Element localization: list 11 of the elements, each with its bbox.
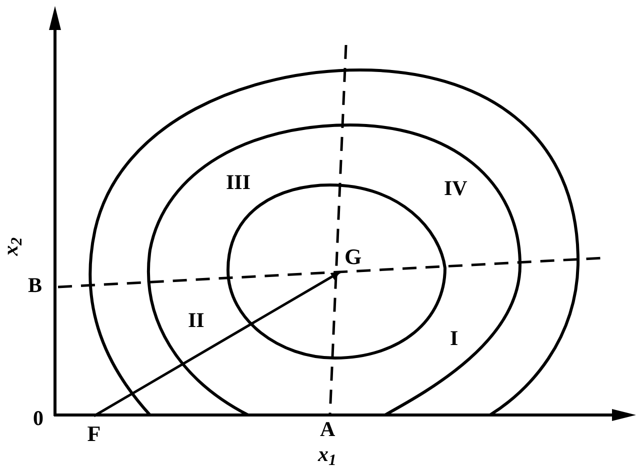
axis-label: 0 xyxy=(33,408,44,429)
point-label: G xyxy=(344,246,362,268)
axis-label: I xyxy=(450,328,458,349)
axis-label: III xyxy=(226,172,251,193)
axis-label: A xyxy=(320,419,336,440)
axis-label: B xyxy=(28,275,42,296)
point-label: F xyxy=(87,423,101,445)
axis-label: II xyxy=(188,310,204,331)
axis-label: IV xyxy=(444,178,468,199)
arrow xyxy=(93,270,341,418)
axis-label: x$_{1}$ xyxy=(318,444,336,465)
